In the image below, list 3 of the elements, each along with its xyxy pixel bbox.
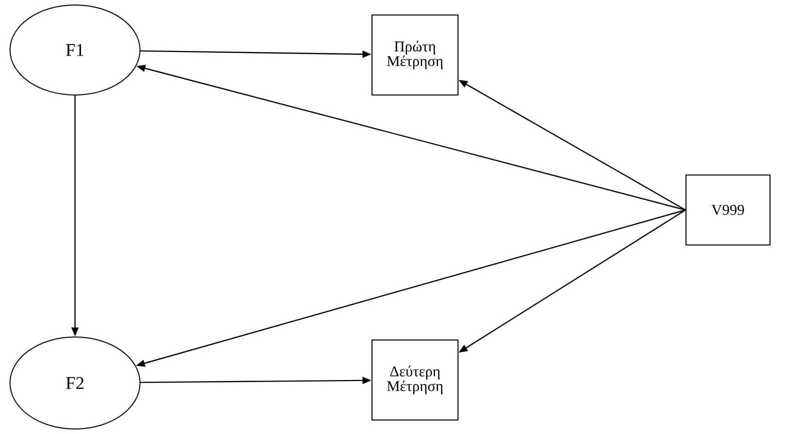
measure-box: Δεύτερη Μέτρηση <box>372 340 458 420</box>
measure-box: Πρώτη Μέτρηση <box>372 14 458 96</box>
measure-box: V999 <box>686 174 770 246</box>
